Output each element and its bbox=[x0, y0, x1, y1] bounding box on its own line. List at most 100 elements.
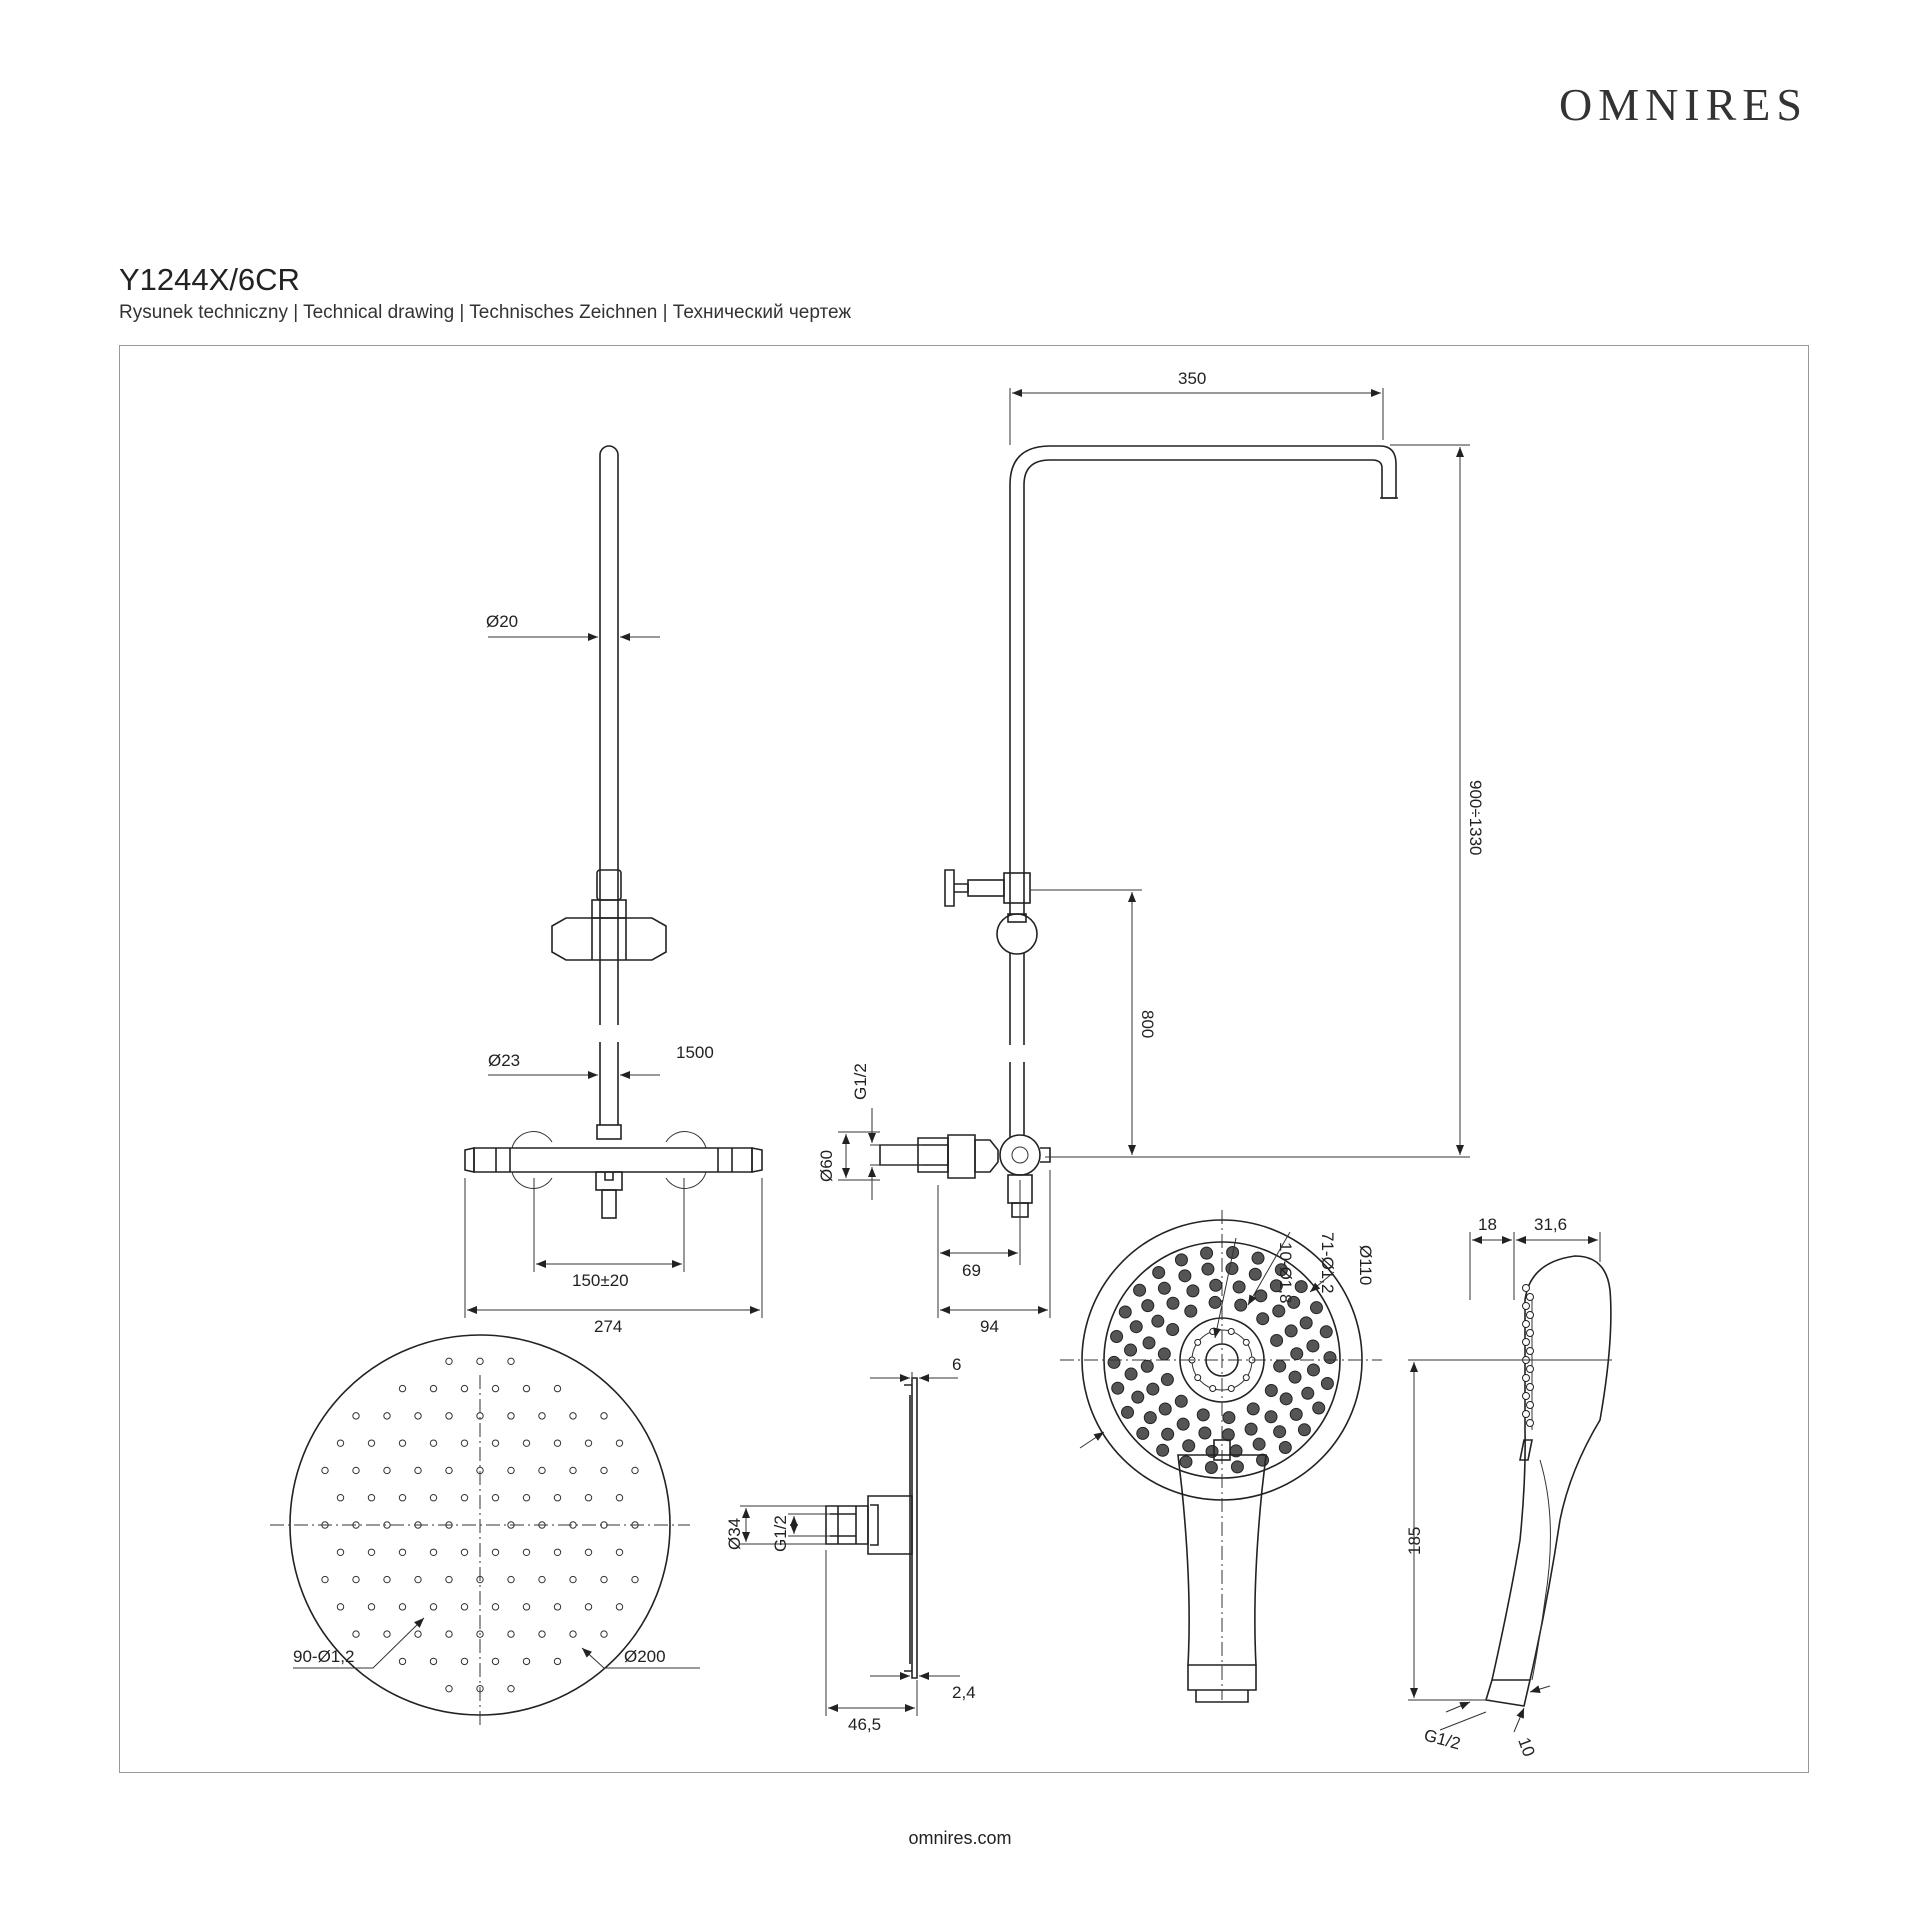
hand-nozzle bbox=[1131, 1390, 1145, 1404]
hand-nozzle bbox=[1186, 1284, 1200, 1298]
side-nozzle bbox=[1526, 1401, 1534, 1409]
nozzle bbox=[398, 1439, 407, 1447]
nozzle bbox=[538, 1412, 546, 1420]
side-nozzle bbox=[1526, 1383, 1534, 1391]
nozzle bbox=[414, 1466, 422, 1475]
dim-thread-overhead: G1/2 bbox=[771, 1515, 790, 1552]
nozzle bbox=[460, 1603, 469, 1611]
hand-nozzle bbox=[1284, 1324, 1298, 1338]
nozzle bbox=[507, 1521, 515, 1529]
hand-nozzle bbox=[1299, 1316, 1313, 1330]
dim-hand-10: 10 bbox=[1514, 1735, 1538, 1759]
hand-nozzle bbox=[1182, 1439, 1196, 1453]
hand-nozzle bbox=[1200, 1246, 1214, 1260]
front-view: Ø20 Ø23 1500 150±20 274 bbox=[464, 445, 763, 1336]
hand-nozzle bbox=[1232, 1280, 1246, 1294]
nozzle bbox=[383, 1630, 391, 1638]
nozzle bbox=[476, 1357, 484, 1366]
footer-url: omnires.com bbox=[908, 1828, 1012, 1848]
hand-nozzle bbox=[1198, 1426, 1212, 1440]
nozzle bbox=[429, 1384, 438, 1393]
nozzle bbox=[522, 1603, 531, 1611]
nozzle bbox=[615, 1548, 624, 1556]
dim-hand-18: 18 bbox=[1478, 1215, 1497, 1234]
hand-nozzle bbox=[1309, 1301, 1323, 1315]
hand-nozzle bbox=[1166, 1322, 1180, 1336]
hand-nozzle bbox=[1140, 1359, 1154, 1373]
hand-nozzle bbox=[1287, 1295, 1301, 1309]
nozzle bbox=[522, 1548, 531, 1556]
nozzle bbox=[569, 1412, 577, 1420]
nozzle bbox=[553, 1548, 562, 1556]
dim-slider-height: 800 bbox=[1138, 1010, 1157, 1038]
hand-nozzle bbox=[1124, 1367, 1138, 1381]
hand-nozzle bbox=[1288, 1370, 1302, 1384]
side-nozzle bbox=[1526, 1347, 1534, 1355]
nozzle bbox=[584, 1603, 593, 1611]
nozzle bbox=[398, 1384, 407, 1393]
nozzle bbox=[429, 1548, 438, 1556]
nozzle bbox=[491, 1494, 500, 1502]
hand-nozzle bbox=[1133, 1283, 1147, 1297]
dim-hand-diameter: Ø110 bbox=[1356, 1245, 1375, 1285]
dim-rail-length: 1500 bbox=[676, 1043, 714, 1062]
nozzle bbox=[553, 1657, 562, 1666]
hand-nozzle bbox=[1146, 1382, 1160, 1396]
hand-nozzle bbox=[1323, 1351, 1337, 1365]
dim-width: 274 bbox=[594, 1317, 622, 1336]
dim-overhead-connector: Ø34 bbox=[725, 1518, 744, 1550]
nozzle bbox=[460, 1548, 469, 1556]
nozzle bbox=[445, 1466, 453, 1475]
hand-nozzle bbox=[1118, 1305, 1132, 1319]
nozzle bbox=[336, 1603, 345, 1611]
side-nozzle bbox=[1522, 1410, 1530, 1418]
hand-nozzle bbox=[1143, 1411, 1157, 1425]
dim-height-46-5: 46,5 bbox=[848, 1715, 881, 1734]
center-nozzle bbox=[1227, 1385, 1235, 1393]
hand-nozzle bbox=[1264, 1410, 1278, 1424]
nozzle bbox=[491, 1657, 500, 1666]
hand-shower-nozzles bbox=[1107, 1246, 1337, 1474]
hand-nozzle bbox=[1248, 1267, 1262, 1281]
dim-edge-2-4: 2,4 bbox=[952, 1683, 976, 1702]
side-nozzle bbox=[1522, 1374, 1530, 1382]
hand-nozzle bbox=[1121, 1405, 1135, 1419]
hand-nozzle bbox=[1256, 1312, 1270, 1326]
hand-nozzle bbox=[1107, 1355, 1121, 1369]
nozzle bbox=[321, 1521, 329, 1529]
dim-height-range: 900÷1330 bbox=[1466, 780, 1485, 856]
hand-nozzle bbox=[1184, 1304, 1198, 1318]
side-nozzle bbox=[1522, 1302, 1530, 1310]
nozzle bbox=[507, 1412, 515, 1420]
nozzle bbox=[398, 1548, 407, 1556]
dim-arm-length: 350 bbox=[1178, 369, 1206, 388]
nozzle bbox=[383, 1466, 391, 1475]
side-nozzle bbox=[1522, 1320, 1530, 1328]
nozzle bbox=[507, 1630, 515, 1638]
nozzle bbox=[615, 1439, 624, 1447]
hand-nozzle bbox=[1312, 1401, 1326, 1415]
nozzle bbox=[367, 1494, 376, 1502]
dim-hand-31-6: 31,6 bbox=[1534, 1215, 1567, 1234]
hand-shower-side: 18 31,6 185 G1/2 10 bbox=[1405, 1215, 1612, 1759]
hand-nozzle bbox=[1225, 1262, 1239, 1276]
side-nozzle bbox=[1522, 1392, 1530, 1400]
nozzle bbox=[367, 1603, 376, 1611]
dim-escutcheon: Ø60 bbox=[817, 1150, 836, 1182]
nozzle bbox=[336, 1439, 345, 1447]
hand-nozzle bbox=[1157, 1347, 1171, 1361]
hand-nozzle bbox=[1278, 1440, 1292, 1454]
hand-nozzle bbox=[1158, 1402, 1172, 1416]
hand-nozzle bbox=[1160, 1373, 1174, 1387]
nozzle bbox=[445, 1412, 453, 1420]
dim-outer-nozzles: 71-Ø1,2 bbox=[1318, 1232, 1337, 1293]
dim-plate-6: 6 bbox=[952, 1355, 961, 1374]
nozzle bbox=[429, 1657, 438, 1666]
overhead-shower-top: 90-Ø1,2 Ø200 bbox=[270, 1334, 700, 1725]
hand-nozzle bbox=[1152, 1266, 1166, 1280]
side-nozzle bbox=[1526, 1365, 1534, 1373]
nozzle bbox=[445, 1630, 453, 1638]
nozzle bbox=[352, 1630, 360, 1638]
drawing-frame bbox=[119, 345, 1809, 1773]
nozzle bbox=[569, 1466, 577, 1475]
